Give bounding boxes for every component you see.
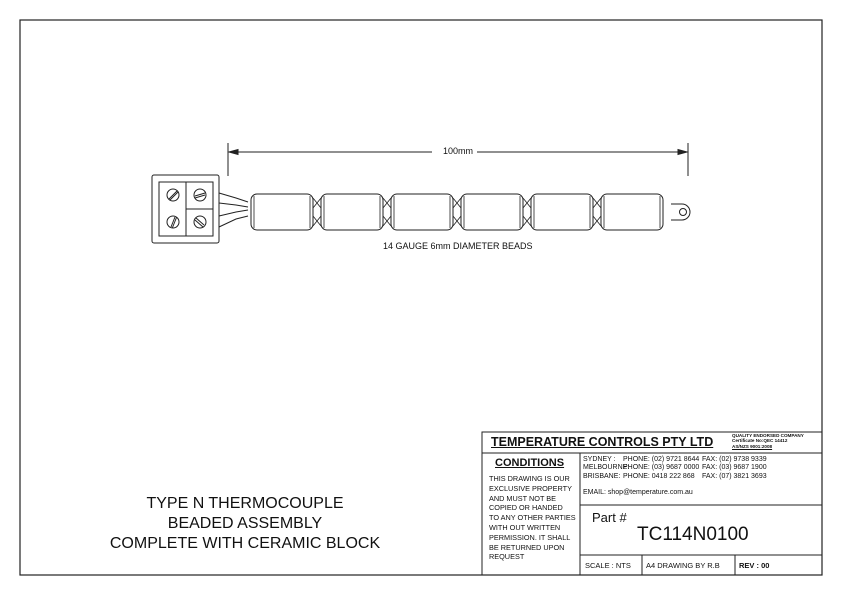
conditions-line: PERMISSION. IT SHALL: [489, 532, 571, 542]
drawing-by: A4 DRAWING BY R.B: [646, 561, 720, 570]
quality-endorsement: QUALITY ENDORSED COMPANY Certificate No:…: [732, 433, 804, 449]
bead-joint: [592, 197, 602, 227]
screw-icon: [193, 188, 207, 202]
bead-joint: [312, 197, 322, 227]
bead: [250, 193, 314, 231]
bead: [460, 193, 524, 231]
conditions-line: WITH OUT WRITTEN: [489, 522, 561, 532]
bead-joint: [452, 197, 462, 227]
bead-joint: [382, 197, 392, 227]
screw-icon: [193, 215, 207, 229]
conditions-line: AND MUST NOT BE: [489, 493, 557, 503]
dimension-line: [227, 143, 689, 176]
title-block-frame: [481, 431, 823, 576]
conditions-line: TO ANY OTHER PARTIES: [489, 513, 576, 523]
title-line: BEADED ASSEMBLY: [167, 515, 323, 532]
title-line: COMPLETE WITH CERAMIC BLOCK: [109, 535, 381, 552]
quality-line: QUALITY ENDORSED COMPANY: [732, 433, 804, 438]
end-loop-hole: [679, 208, 687, 216]
end-loop: [671, 203, 691, 221]
revision: REV : 00: [739, 561, 770, 570]
conditions-line: EXCLUSIVE PROPERTY: [489, 483, 572, 493]
conditions-text: THIS DRAWING IS OUR EXCLUSIVE PROPERTY A…: [489, 474, 576, 562]
scale: SCALE : NTS: [585, 561, 631, 570]
drawing-title: TYPE N THERMOCOUPLE BEADED ASSEMBLY COMP…: [60, 494, 430, 554]
screw-icon: [166, 188, 180, 202]
title-line: TYPE N THERMOCOUPLE: [146, 495, 344, 512]
ceramic-block: [151, 174, 220, 244]
conditions-line: THIS DRAWING IS OUR: [489, 474, 570, 483]
quality-line: AS/NZS 9001:2008: [732, 443, 773, 449]
part-number: TC114N0100: [637, 524, 749, 545]
conditions-heading: CONDITIONS: [495, 457, 565, 469]
quality-line: Certificate No:QEC 14412: [732, 438, 788, 444]
bead: [390, 193, 454, 231]
conditions-line: REQUEST: [489, 552, 525, 562]
bead-note: 14 GAUGE 6mm DIAMETER BEADS: [383, 241, 533, 251]
bead-joint: [522, 197, 532, 227]
company-name: TEMPERATURE CONTROLS PTY LTD: [491, 435, 714, 449]
page-border: [19, 19, 823, 576]
email-link[interactable]: EMAIL: shop@temperature.com.au: [583, 489, 693, 496]
screw-icon: [166, 215, 180, 229]
bead: [530, 193, 594, 231]
dimension-label: 100mm: [228, 146, 688, 156]
bead: [600, 193, 664, 231]
lead-wires: [218, 192, 249, 228]
bead: [320, 193, 384, 231]
conditions-line: COPIED OR HANDED: [489, 503, 563, 513]
conditions-line: BE RETURNED UPON: [489, 542, 565, 552]
part-label: Part #: [592, 510, 627, 525]
bead-string: [250, 193, 691, 231]
